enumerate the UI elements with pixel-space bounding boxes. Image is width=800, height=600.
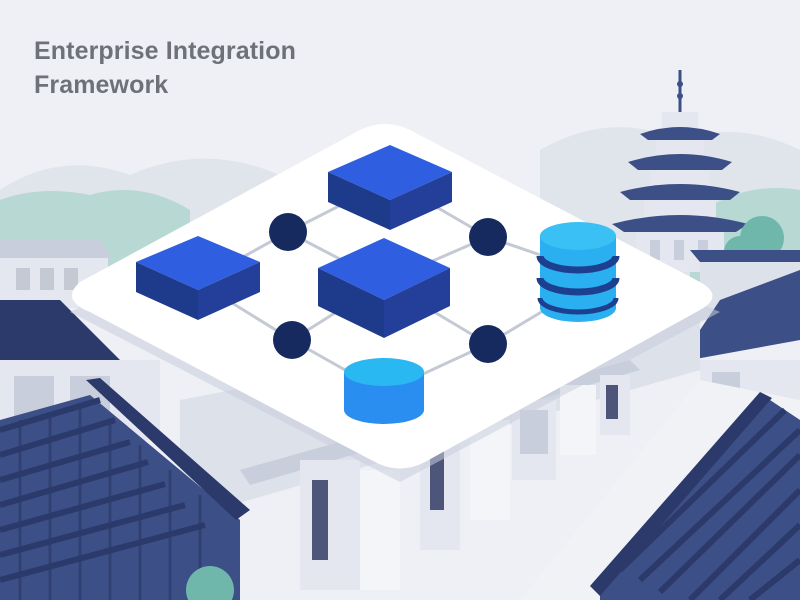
server-block-icon [328, 145, 452, 230]
right-tiled-roof [590, 392, 800, 600]
server-block-icon [318, 238, 450, 338]
network-node-icon [469, 218, 507, 256]
database-icon [344, 358, 424, 424]
database-icon [536, 222, 620, 322]
tiled-roof-icon [0, 378, 250, 600]
page-title: Enterprise Integration Framework [34, 34, 296, 102]
title-line-1: Enterprise Integration [34, 37, 296, 65]
network-node-icon [269, 213, 307, 251]
network-node-icon [273, 321, 311, 359]
network-node-icon [469, 325, 507, 363]
server-block-icon [136, 236, 260, 320]
title-line-2: Framework [34, 71, 169, 99]
